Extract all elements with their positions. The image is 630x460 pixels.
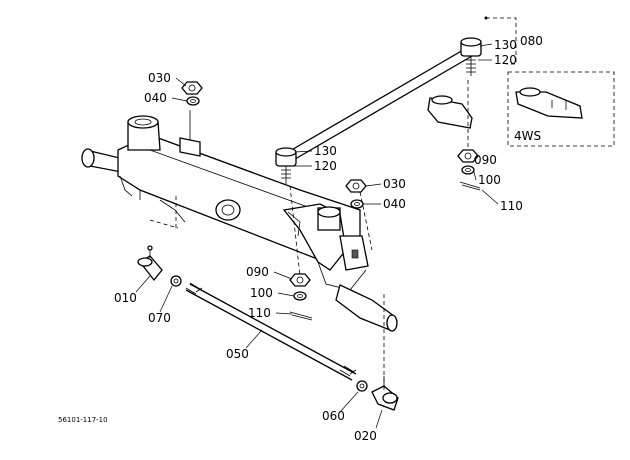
castle-nut-030-right bbox=[345, 179, 367, 193]
callout-100: 100 bbox=[250, 286, 273, 300]
drag-link bbox=[275, 37, 482, 184]
washer-040-upper bbox=[186, 96, 200, 106]
tie-rod-end-left bbox=[137, 245, 163, 282]
callout-040: 040 bbox=[383, 197, 406, 211]
lock-nut-right bbox=[356, 380, 368, 392]
callout-070: 070 bbox=[148, 311, 171, 325]
split-pin-110-lower bbox=[289, 311, 313, 321]
callout-110: 110 bbox=[500, 199, 523, 213]
callout-020: 020 bbox=[354, 429, 377, 443]
front-axle-housing bbox=[81, 110, 398, 332]
callout-120: 120 bbox=[494, 53, 517, 67]
callout-090: 090 bbox=[246, 265, 269, 279]
tie-rod bbox=[185, 282, 357, 381]
callout-labels: 030 040 030 040 130 120 080 130 120 090 … bbox=[58, 34, 543, 443]
lock-nut-left bbox=[170, 275, 182, 287]
castle-nut-090-right bbox=[457, 149, 479, 163]
group-bracket-080 bbox=[484, 16, 517, 65]
castle-nut-030-upper bbox=[181, 81, 203, 95]
callout-030: 030 bbox=[383, 177, 406, 191]
figure-code: 56101-117-10 bbox=[58, 416, 108, 424]
callout-130: 130 bbox=[314, 144, 337, 158]
split-pin-110-right bbox=[459, 181, 481, 191]
washer-040-right bbox=[350, 199, 364, 209]
washer-100-lower bbox=[293, 291, 307, 301]
callout-100: 100 bbox=[478, 173, 501, 187]
callout-110: 110 bbox=[248, 306, 271, 320]
steering-arm bbox=[427, 80, 473, 150]
callout-030: 030 bbox=[148, 71, 171, 85]
callout-090: 090 bbox=[474, 153, 497, 167]
callout-050: 050 bbox=[226, 347, 249, 361]
callout-010: 010 bbox=[114, 291, 137, 305]
callout-040: 040 bbox=[144, 91, 167, 105]
callout-080: 080 bbox=[520, 34, 543, 48]
tie-rod-end-right bbox=[371, 294, 399, 411]
callout-120: 120 bbox=[314, 159, 337, 173]
4ws-inset: 4WS bbox=[507, 71, 615, 147]
callout-130: 130 bbox=[494, 38, 517, 52]
leader-lines bbox=[135, 43, 499, 429]
callout-060: 060 bbox=[322, 409, 345, 423]
washer-100-right bbox=[461, 165, 475, 175]
variant-label: 4WS bbox=[514, 129, 541, 143]
castle-nut-090-lower bbox=[289, 273, 311, 287]
